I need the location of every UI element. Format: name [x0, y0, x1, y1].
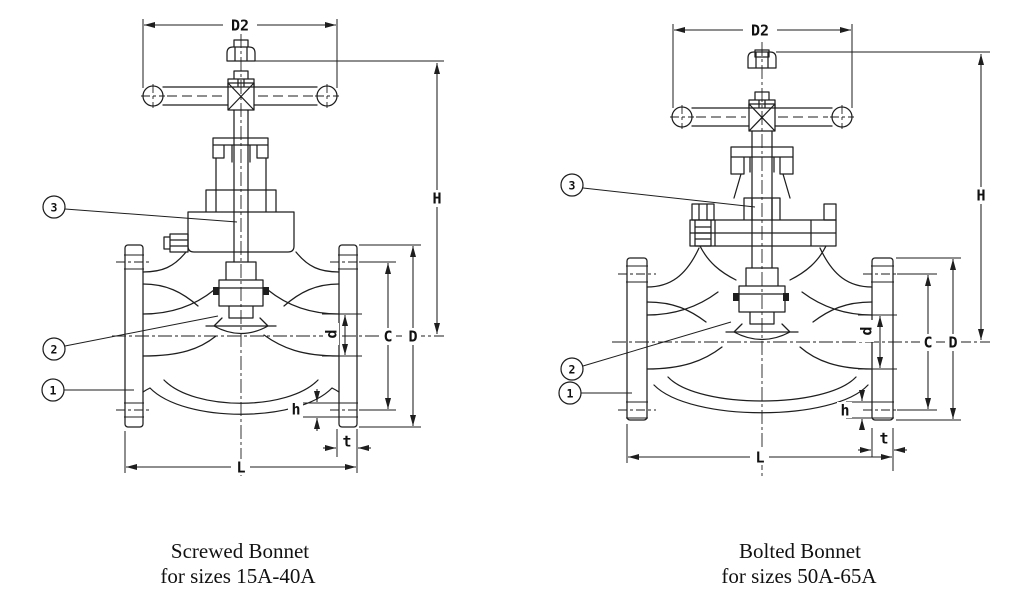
bolted-bonnet [689, 146, 837, 281]
packing-seals [213, 287, 269, 295]
dim-label-l: L [755, 449, 764, 467]
extension-lines [626, 24, 990, 471]
callout-number-1: 1 [50, 384, 57, 398]
body-outline-curves [646, 247, 873, 414]
dim-label-c: C [923, 334, 932, 352]
disc-and-seat [205, 261, 277, 335]
callout-circle-1 [558, 381, 582, 405]
bolt-hole-centerlines [116, 261, 366, 411]
dim-label-h-hole: h [840, 402, 849, 420]
dim-label-c: C [383, 328, 392, 346]
label-bg [877, 431, 890, 445]
label-bg [945, 334, 961, 351]
packing-seals [733, 293, 789, 301]
left-caption-line2: for sizes 15A-40A [160, 564, 316, 588]
callout-circle-1 [41, 378, 65, 402]
screwed-bonnet [187, 137, 295, 253]
bolt-hole-centerlines [618, 273, 901, 411]
right-valve-drawing: D2 H C D d h t L 3 2 1 Bolted Bonnet for… [558, 22, 990, 588]
cap-nut [747, 49, 777, 69]
callout-circle-3 [560, 173, 584, 197]
left-caption-line1: Screwed Bonnet [171, 539, 309, 563]
dim-label-h-hole: h [291, 401, 300, 419]
label-bg [323, 323, 339, 345]
flange-left [124, 244, 144, 428]
label-bg [340, 434, 353, 448]
disc-and-seat [725, 267, 799, 341]
label-bg [223, 17, 257, 33]
dim-label-h: H [976, 187, 985, 205]
callout-circle-2 [560, 357, 584, 381]
gland-side-bolt [163, 233, 189, 253]
body-outline-curves [142, 251, 340, 415]
stem-nut [227, 70, 255, 88]
label-bg [837, 402, 852, 418]
label-bg [750, 449, 769, 465]
stem-nut [748, 91, 776, 109]
callout-number-3: 3 [51, 201, 58, 215]
handwheel-bar [691, 107, 833, 127]
extension-lines [124, 19, 444, 473]
right-caption-line2: for sizes 50A-65A [721, 564, 877, 588]
knob-center-marks [141, 84, 339, 108]
flange-left [626, 257, 648, 421]
dim-label-d-outer: D [948, 334, 957, 352]
cap-nut [226, 39, 256, 62]
dim-label-l: L [236, 459, 245, 477]
bonnet-flange-bolt [691, 203, 837, 247]
label-bg [231, 459, 250, 475]
handwheel-bar [162, 86, 318, 106]
knob-center-marks [670, 105, 854, 129]
dim-label-d-bore: d [323, 329, 341, 338]
left-valve-drawing: D2 H C D d h t L 3 2 1 Screwed Bonnet fo… [41, 17, 445, 588]
callout-number-3: 3 [569, 179, 576, 193]
dim-label-d-bore: d [858, 326, 876, 335]
dim-label-t: t [342, 433, 351, 451]
label-bg [743, 22, 777, 38]
callout-number-2: 2 [51, 343, 58, 357]
label-bg [858, 320, 874, 342]
callout-number-2: 2 [569, 363, 576, 377]
callout-number-1: 1 [567, 387, 574, 401]
label-bg [288, 401, 303, 417]
callout-leader-lines [64, 208, 238, 391]
dim-label-h: H [432, 190, 441, 208]
valve-stem [233, 109, 249, 263]
label-bg [380, 328, 396, 345]
right-caption-line1: Bolted Bonnet [739, 539, 861, 563]
flange-bolt-holes [626, 265, 894, 419]
label-bg [920, 334, 936, 351]
callout-leader-lines [581, 187, 756, 394]
label-bg [405, 328, 421, 345]
label-bg [973, 187, 989, 204]
dim-label-d2: D2 [231, 17, 249, 35]
dim-label-d2: D2 [751, 22, 769, 40]
label-bg [429, 190, 445, 207]
callout-circle-3 [42, 195, 66, 219]
valve-stem [751, 130, 773, 269]
flange-bolt-holes [124, 254, 358, 418]
dim-label-t: t [879, 430, 888, 448]
callout-circle-2 [42, 337, 66, 361]
dim-label-d-outer: D [408, 328, 417, 346]
